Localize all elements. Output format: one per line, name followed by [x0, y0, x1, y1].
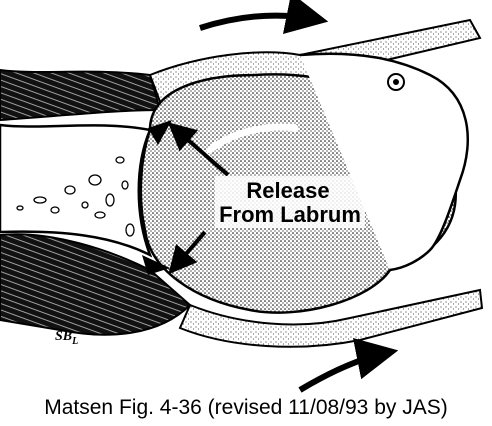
artist-signature: SBL [55, 329, 78, 347]
lower-pointer-arrow [168, 230, 207, 275]
lower-capsule [178, 288, 484, 348]
humerus [299, 52, 470, 272]
label-line-1: Release [246, 178, 329, 203]
cancellous-bone-texture [16, 156, 135, 237]
upper-labrum [148, 120, 172, 145]
label-line-2: From Labrum [219, 202, 361, 227]
upper-pointer-arrow [167, 122, 230, 177]
bottom-curved-arrow-icon [298, 338, 399, 393]
upper-muscle [0, 68, 162, 122]
label-backdrop [215, 176, 365, 228]
lower-labrum [142, 255, 170, 275]
top-curved-arrow-icon [199, 0, 329, 35]
figure-caption: Matsen Fig. 4-36 (revised 11/08/93 by JA… [44, 396, 447, 419]
head-highlight [206, 123, 299, 154]
